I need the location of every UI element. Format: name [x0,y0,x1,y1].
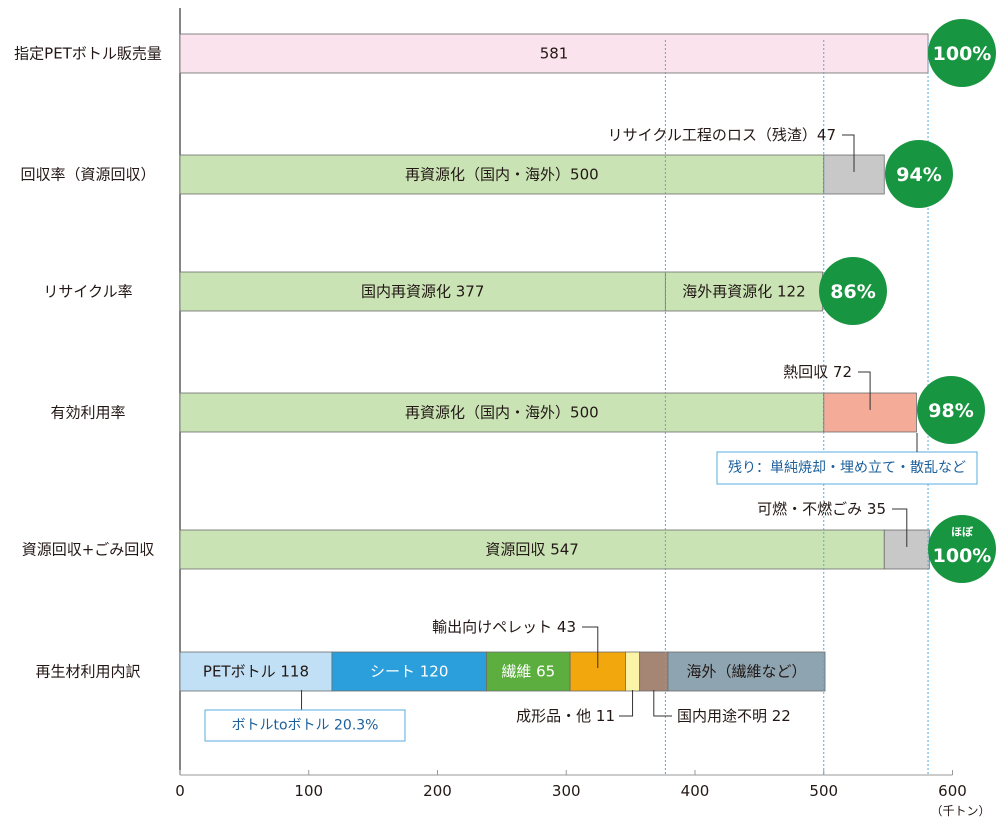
bar-segment [664,271,823,312]
x-tick-label: 100 [294,782,323,800]
bar-segment [179,651,333,692]
percentage-badge [917,376,985,444]
bar-label: PETボトル 118 [203,663,309,681]
bar-segment [625,651,641,692]
bar-segment [331,651,487,692]
note-box [204,709,406,742]
bar-segment [667,651,826,692]
note-text: 残り：単純焼却・埋め立て・散乱など [728,460,966,476]
bar-label: 熱回収 72 [783,363,852,381]
x-tick-label: 300 [552,782,581,800]
bar-label: 資源回収 547 [485,541,578,559]
percentage-badge [928,515,996,583]
leader-line [653,690,672,717]
bar-label: 海外再資源化 122 [682,283,805,301]
bar-label: 再資源化（国内・海外）500 [405,404,599,422]
badge-prefix: ほぼ [951,526,974,539]
bar-label: 成形品・他 11 [516,707,615,725]
badge-value: 100% [933,43,992,65]
leader-line [842,134,855,172]
x-tick-label: 0 [175,782,185,800]
category-label: リサイクル率 [43,283,132,301]
percentage-badge [819,257,887,325]
leader-line [858,371,871,410]
badge-value: 100% [933,545,992,567]
bar-label: 輸出向けペレット 43 [432,618,576,636]
note-box [716,451,978,485]
leader-line [619,690,634,717]
category-label: 再生材利用内訳 [35,663,140,681]
x-tick-label: 400 [681,782,710,800]
bar-label: シート 120 [370,663,448,681]
percentage-badge [928,19,996,87]
bar-label: 国内用途不明 22 [677,707,791,725]
bar-label: 581 [540,45,569,63]
note-text: ボトルtoボトル 20.3% [232,718,379,734]
bar-label: 国内再資源化 377 [361,283,484,301]
bar-label: 繊維 65 [501,663,555,681]
leader-line [582,626,599,668]
bar-segment [639,651,669,692]
bar-segment [179,529,885,570]
bar-label: 再資源化（国内・海外）500 [405,166,599,184]
bar-segment [179,271,666,312]
leader-line [892,508,908,547]
category-label: 回収率（資源回収） [20,166,155,184]
bar-label: 可燃・不燃ごみ 35 [757,500,886,518]
badge-value: 98% [928,400,973,422]
x-tick-label: 600 [938,782,967,800]
bar-label: 海外（繊維など） [686,663,806,681]
x-tick-label: 500 [809,782,838,800]
bar-segment [179,154,825,195]
x-unit-label: （千トン） [930,804,990,818]
x-tick-label: 200 [423,782,452,800]
category-label: 指定PETボトル販売量 [14,45,162,63]
badge-value: 86% [830,281,875,303]
percentage-badge [885,140,953,208]
category-label: 有効利用率 [50,404,125,422]
badge-value: 94% [896,164,941,186]
category-label: 資源回収+ごみ回収 [22,541,155,559]
bar-segment [179,392,825,433]
bar-label: リサイクル工程のロス（残渣）47 [608,126,836,144]
